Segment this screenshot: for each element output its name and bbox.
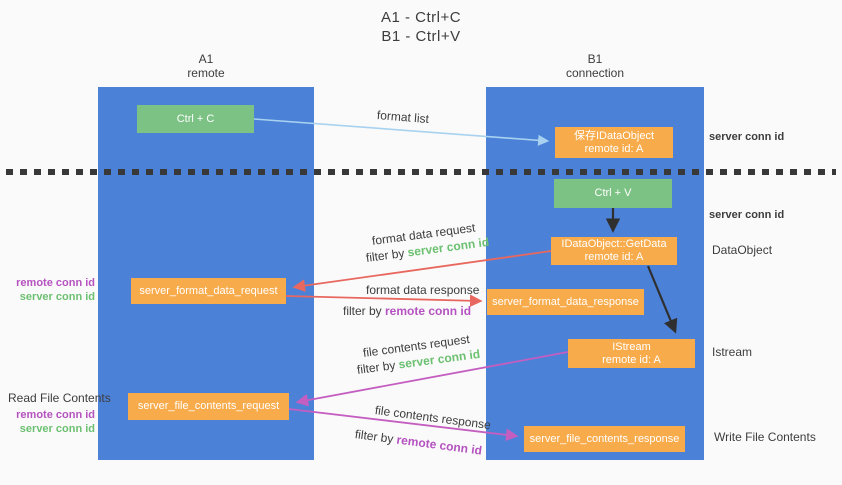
filter-by-text: filter by <box>354 427 398 447</box>
format-request-label: server_format_data_request <box>139 284 278 297</box>
node-server-file-contents-response: server_file_contents_response <box>524 426 685 452</box>
getdata-line1: IDataObject::GetData <box>561 238 667 250</box>
left-remote-conn-id: remote conn id <box>16 277 95 289</box>
remote-conn-id-text: remote conn id <box>385 304 472 318</box>
remote-conn-id-text: remote conn id <box>395 432 483 458</box>
filter-by-text: filter by <box>343 304 386 318</box>
column-header-b1: B1 connection <box>486 52 704 80</box>
file-response-filter-label: filter by remote conn id <box>354 427 483 458</box>
left-mid-conn-ids: remote conn id server conn id <box>9 276 95 304</box>
node-istream: IStream remote id: A <box>568 339 695 368</box>
getdata-line2: remote id: A <box>584 251 644 263</box>
istream-side-label: Istream <box>712 345 753 359</box>
node-ctrl-v: Ctrl + V <box>554 179 672 208</box>
format-response-label: server_format_data_response <box>492 295 639 308</box>
ctrl-c-label: Ctrl + C <box>176 112 215 125</box>
filter-by-text: filter by <box>356 357 400 377</box>
format-response-filter-label: filter by remote conn id <box>343 304 471 318</box>
a1-role: remote <box>187 66 225 80</box>
save-dataobject-line2: remote id: A <box>584 142 644 155</box>
column-header-a1: A1 remote <box>98 52 314 80</box>
a1-name: A1 <box>198 52 214 66</box>
left-bottom-conn-ids: remote conn id server conn id <box>9 408 95 436</box>
right-server-conn-id-top: server conn id <box>709 131 785 143</box>
title-line-a1: A1 - Ctrl+C <box>380 9 462 26</box>
right-server-conn-id-mid: server conn id <box>709 209 785 221</box>
file-contents-response-label: file contents response <box>374 403 492 433</box>
b1-role: connection <box>565 66 625 80</box>
node-server-format-data-request: server_format_data_request <box>131 278 286 304</box>
node-save-dataobject: 保存IDataObject remote id: A <box>555 127 673 158</box>
write-file-contents-label: Write File Contents <box>714 430 816 444</box>
title-line-b1: B1 - Ctrl+V <box>381 28 461 45</box>
read-file-contents-label: Read File Contents <box>8 391 111 405</box>
save-dataobject-line1: 保存IDataObject <box>573 129 655 142</box>
node-idataobject-getdata: IDataObject::GetData remote id: A <box>551 237 677 265</box>
node-ctrl-c: Ctrl + C <box>137 105 254 133</box>
left-server-conn-id: server conn id <box>19 291 95 303</box>
file-response-label: server_file_contents_response <box>529 432 680 445</box>
file-request-label: server_file_contents_request <box>137 400 280 412</box>
clipboard-boundary-divider <box>6 169 836 175</box>
istream-line1: IStream <box>612 340 651 353</box>
b1-name: B1 <box>587 52 603 66</box>
left-server-conn-id: server conn id <box>19 423 95 435</box>
istream-line2: remote id: A <box>602 353 661 366</box>
node-server-format-data-response: server_format_data_response <box>487 289 644 315</box>
node-server-file-contents-request: server_file_contents_request <box>128 393 289 420</box>
diagram-title: A1 - Ctrl+C B1 - Ctrl+V <box>0 8 842 46</box>
left-remote-conn-id: remote conn id <box>16 409 95 421</box>
format-data-response-label: format data response <box>366 283 480 297</box>
filter-by-text: filter by <box>365 245 409 265</box>
ctrl-v-label: Ctrl + V <box>594 187 632 199</box>
format-list-label: format list <box>376 108 430 127</box>
dataobject-label: DataObject <box>712 243 773 257</box>
